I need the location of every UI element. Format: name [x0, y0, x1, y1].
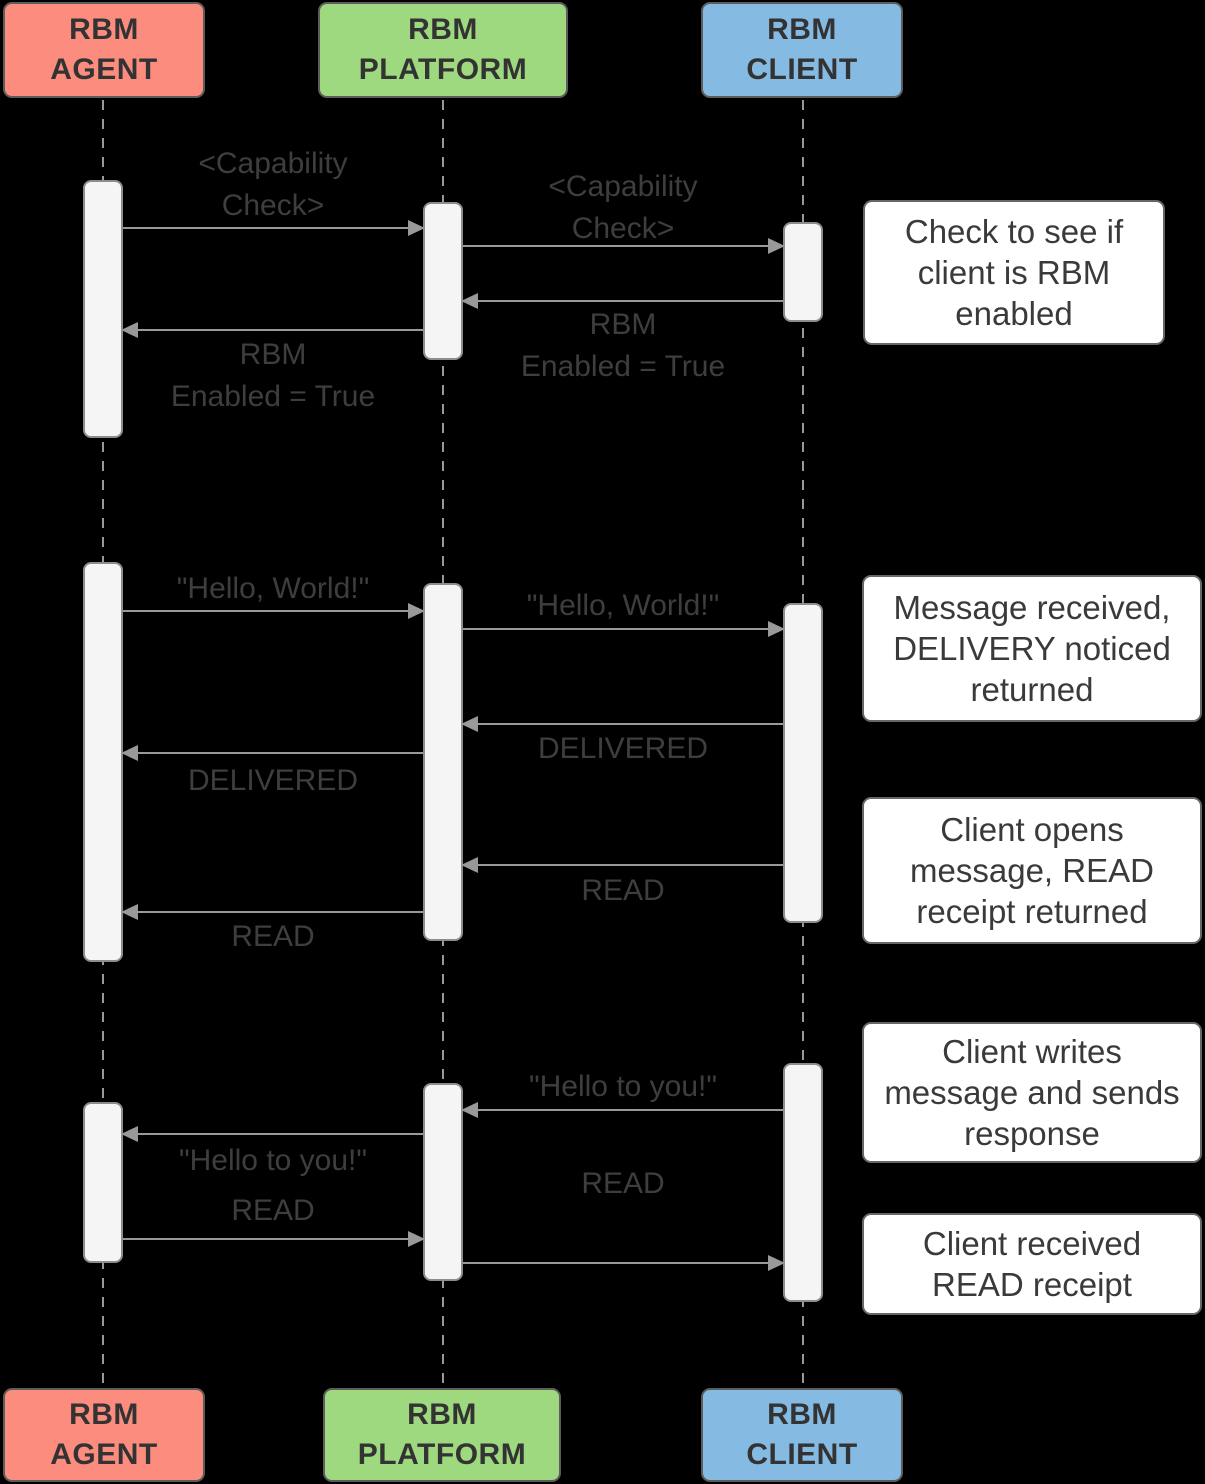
note-text: Client received READ receipt [922, 1225, 1142, 1303]
message-label: DELIVERED [537, 732, 709, 765]
message-arrow-reply-platform-to-agent [121, 1126, 423, 1142]
actor-box-client-top: RBM CLIENT [701, 2, 903, 98]
actor-box-platform-top: RBM PLATFORM [318, 2, 568, 98]
message-label: "Hello to you!" [178, 1144, 368, 1177]
actor-box-client-bottom: RBM CLIENT [701, 1388, 903, 1482]
arrowhead-right-icon [408, 603, 425, 619]
actor-box-agent-top: RBM AGENT [3, 2, 205, 98]
arrowhead-right-icon [768, 238, 785, 254]
note-client-writes-message: Client writes message and sends response [862, 1022, 1202, 1163]
message-label: READ [231, 1194, 315, 1227]
note-client-opens-message: Client opens message, READ receipt retur… [862, 797, 1202, 944]
message-label: <Capability Check> [548, 170, 698, 245]
arrowhead-right-icon [768, 621, 785, 637]
note-text: Message received, DELIVERY noticed retur… [893, 589, 1171, 708]
activation-bar-agent-3 [83, 1102, 123, 1263]
activation-bar-agent-1 [83, 180, 123, 438]
activation-bar-client-2 [783, 603, 823, 923]
message-label: RBM Enabled = True [170, 338, 376, 413]
note-message-received: Message received, DELIVERY noticed retur… [862, 575, 1202, 722]
message-label: "Hello to you!" [528, 1070, 718, 1103]
message-label: RBM Enabled = True [520, 308, 726, 383]
message-arrow-read-platform-to-agent [121, 904, 423, 920]
message-arrow-hello-agent-to-platform [123, 603, 425, 619]
activation-bar-platform-1 [423, 202, 463, 360]
activation-bar-client-3 [783, 1063, 823, 1302]
message-arrow-capability-agent-to-platform [123, 220, 425, 236]
message-arrow-delivered-client-to-platform [461, 716, 783, 732]
activation-bar-platform-2 [423, 583, 463, 941]
arrowhead-right-icon [768, 1255, 785, 1271]
message-arrow-delivered-platform-to-agent [121, 745, 423, 761]
arrowhead-left-icon [121, 322, 138, 338]
message-label: "Hello, World!" [526, 589, 720, 622]
activation-bar-agent-2 [83, 562, 123, 962]
arrowhead-left-icon [461, 293, 478, 309]
arrowhead-left-icon [121, 745, 138, 761]
message-arrow-read-client-to-platform [461, 857, 783, 873]
message-arrow-capability-platform-to-client [463, 238, 785, 254]
activation-bar-client-1 [783, 222, 823, 322]
arrowhead-left-icon [121, 904, 138, 920]
message-label: "Hello, World!" [176, 572, 370, 605]
activation-bar-platform-3 [423, 1083, 463, 1281]
actor-box-agent-bottom: RBM AGENT [3, 1388, 205, 1482]
message-arrow-read2-agent-to-platform [123, 1231, 425, 1247]
arrowhead-right-icon [408, 220, 425, 236]
message-label: <Capability Check> [198, 147, 348, 222]
message-label: READ [231, 920, 315, 953]
note-client-received-read: Client received READ receipt [862, 1213, 1202, 1315]
note-text: Client writes message and sends response [884, 1033, 1180, 1152]
message-label: DELIVERED [187, 764, 359, 797]
arrowhead-left-icon [461, 1102, 478, 1118]
message-arrow-enabled-platform-to-agent [121, 322, 423, 338]
message-arrow-enabled-client-to-platform [461, 293, 783, 309]
message-arrow-read2-platform-to-client [463, 1255, 785, 1271]
message-label: READ [581, 1167, 665, 1200]
note-text: Check to see if client is RBM enabled [904, 213, 1124, 332]
actor-box-platform-bottom: RBM PLATFORM [323, 1388, 561, 1482]
message-arrow-hello-platform-to-client [463, 621, 785, 637]
note-capability-check: Check to see if client is RBM enabled [863, 200, 1165, 345]
arrowhead-left-icon [121, 1126, 138, 1142]
arrowhead-left-icon [461, 716, 478, 732]
arrowhead-right-icon [408, 1231, 425, 1247]
message-label: READ [581, 874, 665, 907]
message-arrow-reply-client-to-platform [461, 1102, 783, 1118]
arrowhead-left-icon [461, 857, 478, 873]
note-text: Client opens message, READ receipt retur… [910, 811, 1154, 930]
